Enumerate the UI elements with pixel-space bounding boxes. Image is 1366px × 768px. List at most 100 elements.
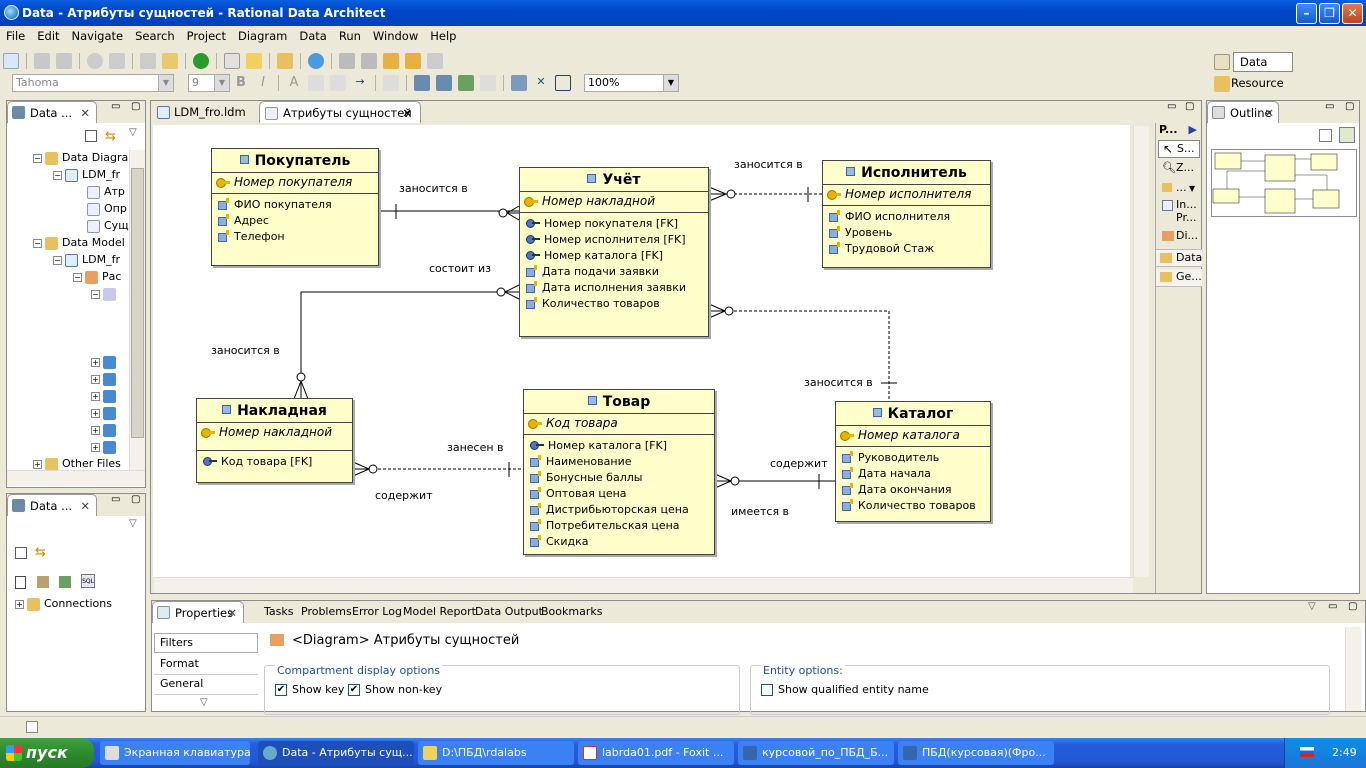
tree-item[interactable]: Сущ: [87, 218, 129, 234]
size-icon[interactable]: [480, 75, 496, 91]
copy-icon[interactable]: [140, 53, 156, 69]
distribute-icon[interactable]: [458, 75, 474, 91]
align-icon[interactable]: [436, 75, 452, 91]
attribute[interactable]: Количество товаров: [526, 296, 708, 312]
view-menu-icon[interactable]: ▽: [1308, 601, 1316, 612]
connect-icon[interactable]: [37, 576, 49, 588]
menu-search[interactable]: Search: [135, 28, 175, 43]
relationship-label[interactable]: заносится в: [734, 158, 803, 171]
link-editor-icon[interactable]: ⇆: [105, 129, 116, 144]
minimize-view-icon[interactable]: ▭: [111, 494, 121, 505]
palette-zoom-tool[interactable]: 🔍︎Z...: [1162, 161, 1195, 174]
attribute[interactable]: Адрес: [218, 213, 378, 229]
tab-error-log[interactable]: Error Log: [352, 605, 402, 618]
tab-tasks[interactable]: Tasks: [264, 605, 294, 618]
back-icon[interactable]: [383, 53, 399, 69]
side-tab-filters[interactable]: Filters: [154, 633, 258, 653]
minimize-view-icon[interactable]: ▭: [1328, 601, 1338, 612]
attribute[interactable]: Телефон: [218, 229, 378, 245]
collapse-all-icon[interactable]: [85, 130, 97, 142]
attribute[interactable]: Оптовая цена: [530, 486, 714, 502]
attribute[interactable]: Дата подачи заявки: [526, 264, 708, 280]
tree-item[interactable]: +: [91, 405, 120, 421]
paste-icon[interactable]: [162, 53, 178, 69]
palette-drawer-data[interactable]: Data: [1156, 249, 1202, 267]
tab-outline[interactable]: Outline ✕: [1207, 101, 1279, 123]
new-icon[interactable]: [3, 53, 19, 69]
globe-icon[interactable]: [308, 53, 324, 69]
menu-help[interactable]: Help: [430, 28, 457, 43]
folder-icon[interactable]: [277, 53, 293, 69]
tree-item[interactable]: +: [91, 439, 120, 455]
fast-view-icon[interactable]: [26, 721, 38, 733]
view-menu-icon[interactable]: ▽: [129, 127, 137, 138]
view-menu-icon[interactable]: ▽: [129, 518, 137, 529]
sql-icon[interactable]: SQL: [81, 574, 95, 588]
close-tab-icon[interactable]: ✕: [402, 106, 412, 120]
tab-diagram[interactable]: Атрибуты сущностей ✕: [259, 101, 421, 123]
tab-data-project-explorer[interactable]: Data ... ✕: [7, 101, 97, 123]
start-button[interactable]: пуск: [0, 738, 94, 768]
link-editor-icon[interactable]: ⇆: [35, 545, 46, 560]
attribute[interactable]: Номер покупателя [FK]: [526, 216, 708, 232]
attribute[interactable]: Дата начала: [842, 466, 990, 482]
attribute[interactable]: Количество товаров: [842, 498, 990, 514]
close-button[interactable]: ✕: [1342, 3, 1363, 24]
settings-icon[interactable]: [87, 53, 103, 69]
entity-executor[interactable]: Исполнитель Номер исполнителя ФИО исполн…: [822, 160, 991, 268]
show-key-checkbox[interactable]: ✔: [275, 684, 287, 696]
attribute[interactable]: Трудовой Стаж: [829, 241, 990, 257]
maximize-editor-icon[interactable]: ▢: [1185, 101, 1195, 112]
task-word-document-2[interactable]: ПБД(курсовая)(Фро...: [898, 741, 1054, 765]
tree-item[interactable]: −: [91, 286, 120, 302]
arrange-icon[interactable]: [383, 75, 399, 91]
minimize-button[interactable]: –: [1296, 3, 1317, 24]
font-size-combo[interactable]: 9▼: [188, 74, 230, 92]
tree-item[interactable]: +: [91, 388, 120, 404]
minimize-view-icon[interactable]: ▭: [111, 101, 121, 112]
canvas-vscrollbar[interactable]: [1133, 126, 1149, 577]
palette-select-tool[interactable]: ↖S...: [1158, 140, 1200, 158]
line-style-icon[interactable]: →: [355, 75, 365, 88]
overview-icon[interactable]: [1339, 127, 1355, 143]
perspective-resource[interactable]: Resource: [1231, 76, 1284, 90]
perspective-data[interactable]: Data: [1233, 52, 1293, 72]
show-nonkey-checkbox[interactable]: ✔: [348, 684, 360, 696]
properties-icon[interactable]: [224, 53, 240, 69]
task-foxit-reader[interactable]: labrda01.pdf - Foxit ...: [578, 741, 734, 765]
zoom-combo[interactable]: 100%▼: [584, 74, 679, 92]
layout-icon[interactable]: [414, 75, 430, 91]
maximize-view-icon[interactable]: ▢: [131, 494, 141, 505]
route-icon[interactable]: [511, 75, 527, 91]
menu-project[interactable]: Project: [186, 28, 226, 43]
tree-item[interactable]: −LDM_fr: [53, 253, 120, 267]
task-word-document-1[interactable]: курсовой_по_ПБД_Б...: [738, 741, 894, 765]
relationship-label[interactable]: заносится в: [804, 376, 873, 389]
entity-buyer[interactable]: Покупатель Номер покупателя ФИО покупате…: [211, 148, 379, 266]
tab-bookmarks[interactable]: Bookmarks: [541, 605, 603, 618]
palette-header[interactable]: P...▶: [1159, 123, 1197, 136]
entity-invoice[interactable]: Накладная Номер накладной Код товара [FK…: [196, 398, 353, 483]
tab-problems[interactable]: Problems: [301, 605, 352, 618]
menu-diagram[interactable]: Diagram: [238, 28, 288, 43]
tab-ldm-file[interactable]: LDM_fro.ldm: [153, 101, 258, 123]
navigate-icon[interactable]: [339, 53, 355, 69]
tree-hscrollbar[interactable]: [7, 470, 145, 486]
attribute[interactable]: Номер каталога [FK]: [526, 248, 708, 264]
attribute[interactable]: Потребительская цена: [530, 518, 714, 534]
tab-properties[interactable]: Properties ✕: [152, 601, 244, 623]
attribute[interactable]: Руководитель: [842, 450, 990, 466]
bold-icon[interactable]: B: [236, 75, 246, 90]
tree-scrollbar[interactable]: [129, 150, 145, 470]
relationship-label[interactable]: имеется в: [731, 505, 790, 518]
relationship-label[interactable]: заносится в: [399, 182, 468, 195]
attribute[interactable]: ФИО покупателя: [218, 197, 378, 213]
close-tab-icon[interactable]: ✕: [80, 106, 90, 120]
tree-item[interactable]: +: [91, 354, 120, 370]
outline-thumbnail[interactable]: [1211, 149, 1357, 217]
disconnect-icon[interactable]: [59, 576, 71, 588]
menu-window[interactable]: Window: [372, 28, 419, 43]
tree-item[interactable]: Опр: [87, 201, 127, 217]
language-flag-icon[interactable]: [1300, 747, 1314, 757]
minimize-view-icon[interactable]: ▭: [1325, 101, 1335, 112]
